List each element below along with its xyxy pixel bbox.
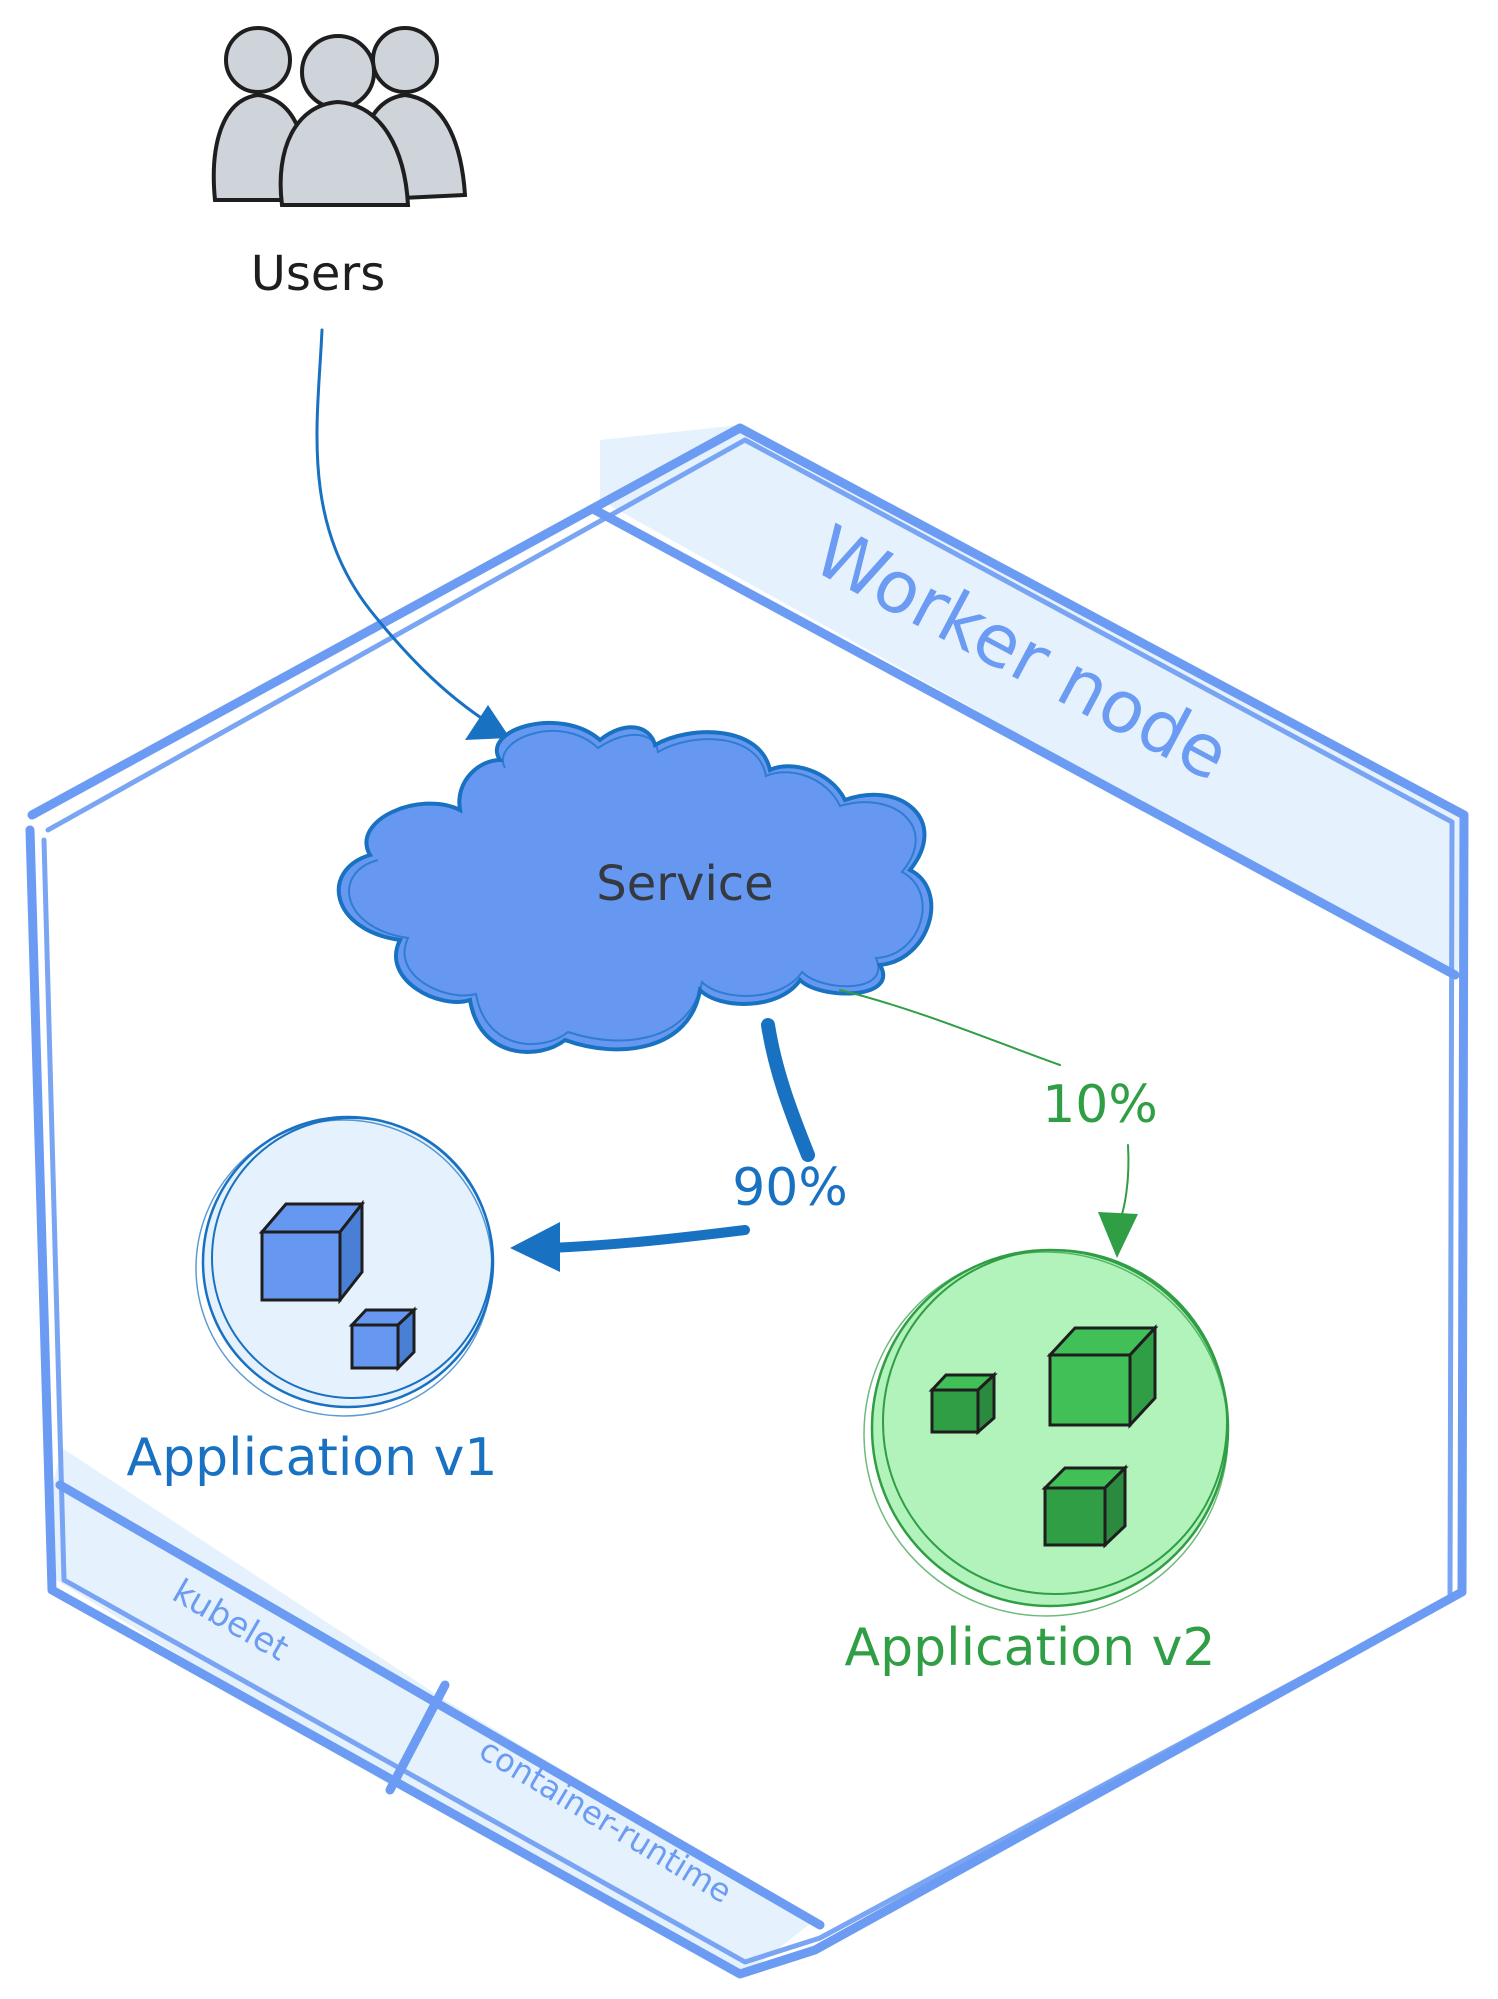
- v1-traffic-percent: 90%: [732, 1158, 848, 1218]
- application-v1-label: Application v1: [127, 1428, 498, 1488]
- users-label: Users: [251, 246, 385, 302]
- service-label: Service: [596, 856, 773, 912]
- container-runtime-band: [395, 1700, 815, 1975]
- v2-traffic-percent: 10%: [1042, 1075, 1158, 1135]
- service-to-v1-arrow: [510, 1018, 815, 1272]
- service-to-v2-arrow: [839, 989, 1138, 1258]
- worker-node-title-band: [600, 425, 1465, 980]
- cloud-icon: [336, 720, 934, 1054]
- application-v2-label: Application v2: [845, 1618, 1216, 1678]
- users-to-service-arrow: [315, 328, 510, 740]
- v2-container-cube-medium-icon: [1041, 1464, 1129, 1549]
- v2-container-cube-small-icon: [928, 1371, 998, 1436]
- users-group-icon: [211, 26, 468, 207]
- v1-container-cube-large-icon: [258, 1199, 366, 1305]
- application-v1-pod: [195, 1115, 495, 1417]
- v2-container-cube-large-icon: [1046, 1324, 1159, 1429]
- application-v2-pod: [863, 1248, 1230, 1617]
- v1-container-cube-small-icon: [348, 1306, 418, 1372]
